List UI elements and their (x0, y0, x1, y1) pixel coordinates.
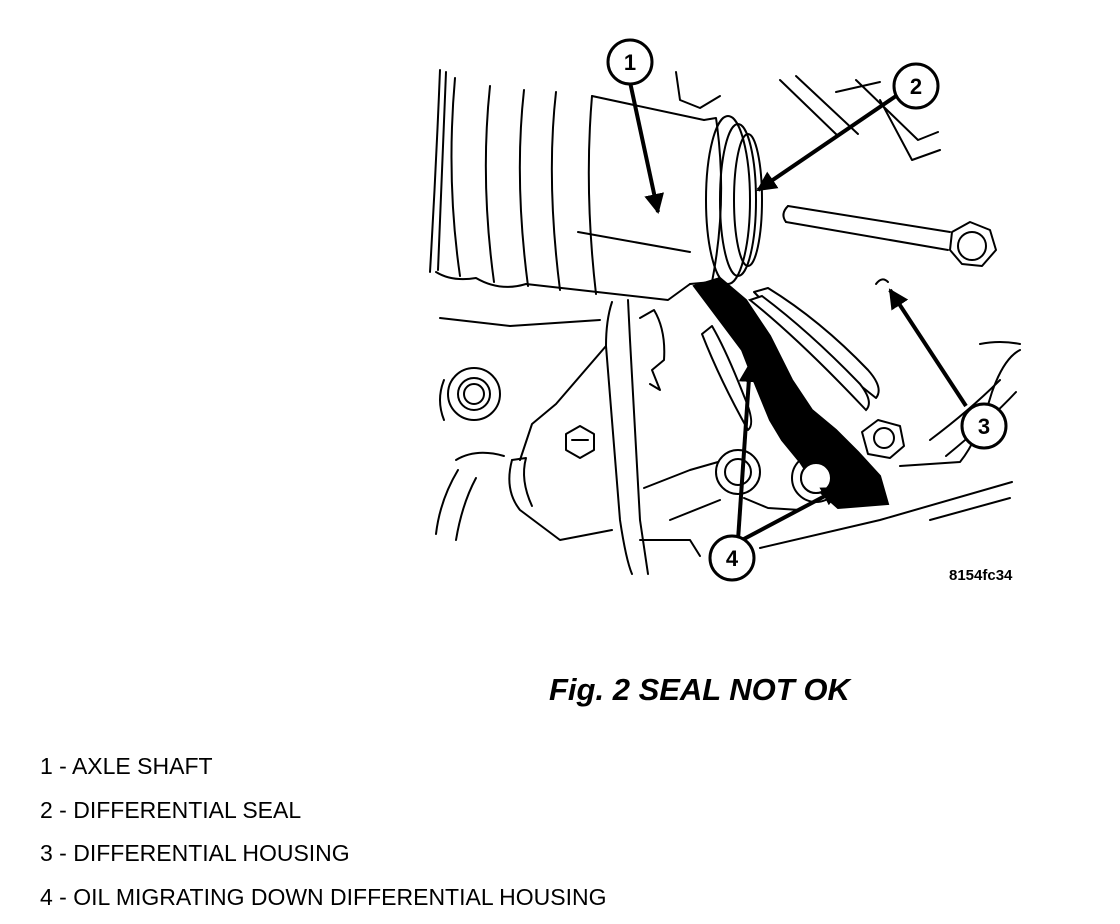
legend-item: 1 - AXLE SHAFT (40, 750, 607, 794)
differential-seal-ring (706, 116, 750, 284)
arrow-1 (630, 82, 658, 212)
legend-item: 2 - DIFFERENTIAL SEAL (40, 794, 607, 838)
arrow-2 (758, 96, 896, 190)
figure-code: 8154fc34 (949, 567, 1013, 584)
callout-1-label: 1 (624, 50, 636, 75)
callout-4-label: 4 (726, 546, 739, 571)
legend-list: 1 - AXLE SHAFT 2 - DIFFERENTIAL SEAL 3 -… (40, 750, 607, 924)
callout-3-label: 3 (978, 414, 990, 439)
arrow-3 (890, 290, 966, 406)
legend-item: 4 - OIL MIGRATING DOWN DIFFERENTIAL HOUS… (40, 881, 607, 924)
legend-item: 3 - DIFFERENTIAL HOUSING (40, 837, 607, 881)
callout-2-label: 2 (910, 74, 922, 99)
axle-shaft-outline (436, 272, 690, 300)
callout-arrows (630, 82, 966, 540)
figure-caption: Fig. 2 SEAL NOT OK (549, 672, 850, 708)
callout-markers: 1 2 3 4 (608, 40, 1006, 580)
